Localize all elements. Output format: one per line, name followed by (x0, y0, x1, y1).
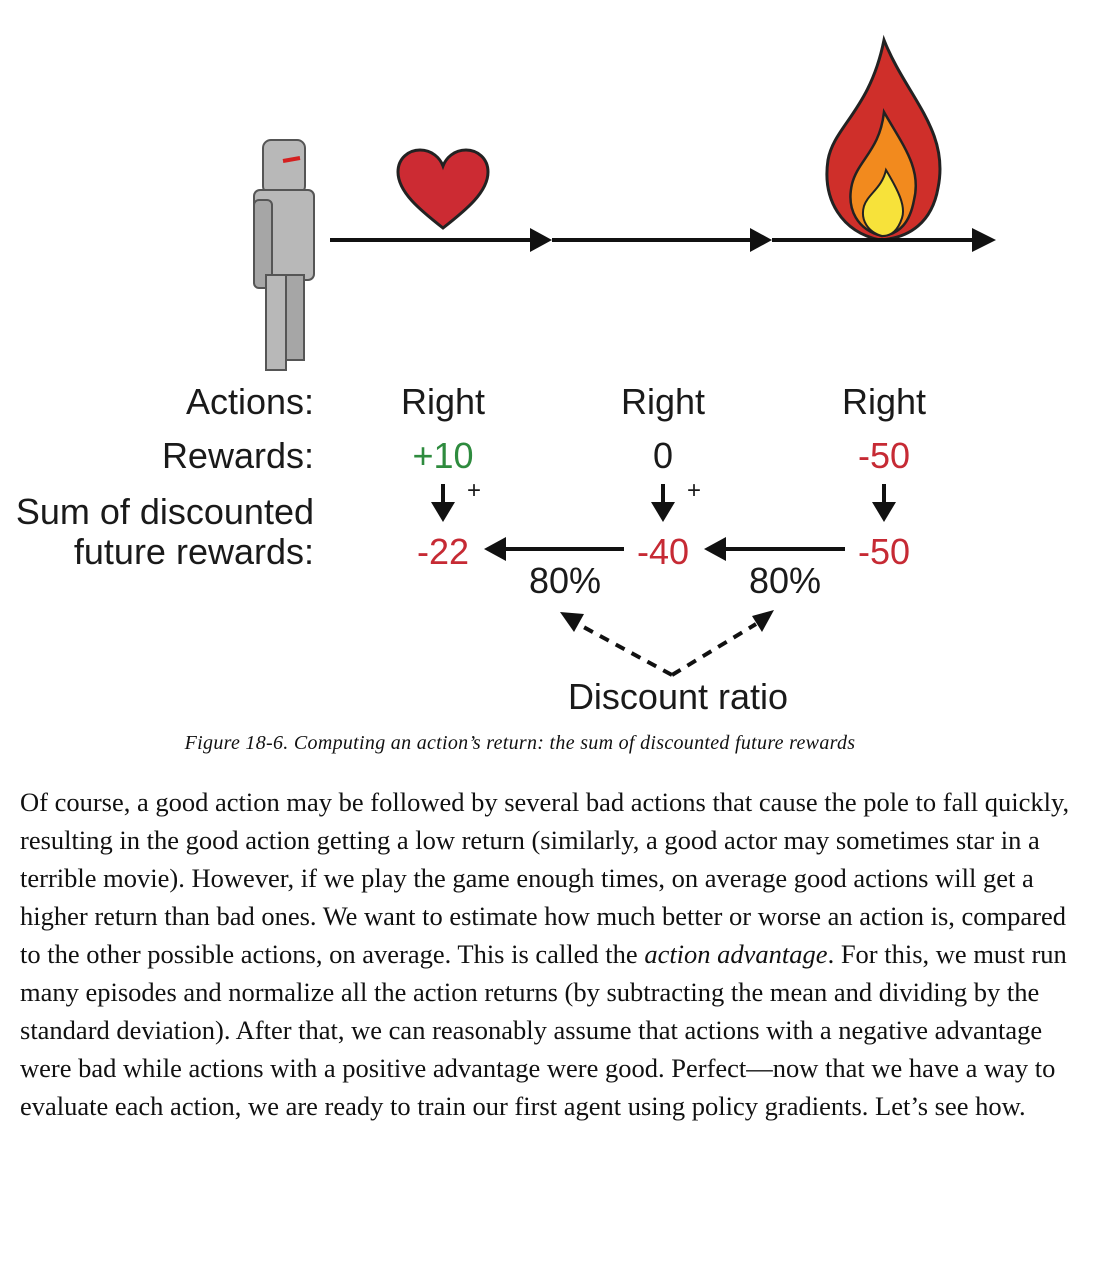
heart-icon (396, 148, 490, 230)
left-arrow-icon (484, 537, 624, 561)
fire-icon (825, 34, 942, 242)
plus-sign: + (467, 477, 481, 504)
discount-ratio-label: Discount ratio (568, 676, 788, 717)
rewards-row-label: Rewards: (162, 435, 314, 476)
action-label: Right (401, 381, 485, 422)
discounted-rewards-figure: Actions: Rewards: Sum of discounted futu… (16, 34, 996, 717)
sum-value: -40 (637, 531, 689, 572)
plus-sign: + (687, 477, 701, 504)
down-arrow-icon (651, 484, 675, 522)
emphasized-term: action advantage (644, 939, 828, 969)
action-label: Right (842, 381, 926, 422)
robot-agent-icon (253, 139, 315, 371)
reward-value: 0 (653, 435, 673, 476)
dashed-arrow-icon (560, 610, 774, 677)
discount-value: 80% (529, 560, 601, 601)
sum-value: -22 (417, 531, 469, 572)
discount-value: 80% (749, 560, 821, 601)
reward-value: -50 (858, 435, 910, 476)
sum-row-label-line1: Sum of discounted (16, 491, 314, 532)
actions-row-label: Actions: (186, 381, 314, 422)
left-arrow-icon (704, 537, 845, 561)
figure-caption: Figure 18-6. Computing an action’s retur… (184, 732, 856, 754)
down-arrow-icon (431, 484, 455, 522)
timeline-arrow (330, 228, 996, 252)
down-arrow-icon (872, 484, 896, 522)
body-paragraph: Of course, a good action may be followed… (20, 783, 1090, 1125)
action-label: Right (621, 381, 705, 422)
reward-value: +10 (412, 435, 473, 476)
body-text-part: Of course, a good action may be followed… (20, 787, 1070, 969)
sum-row-label-line2: future rewards: (74, 531, 314, 572)
sum-value: -50 (858, 531, 910, 572)
body-text-part: . For this, we must run many episodes an… (20, 939, 1067, 1121)
